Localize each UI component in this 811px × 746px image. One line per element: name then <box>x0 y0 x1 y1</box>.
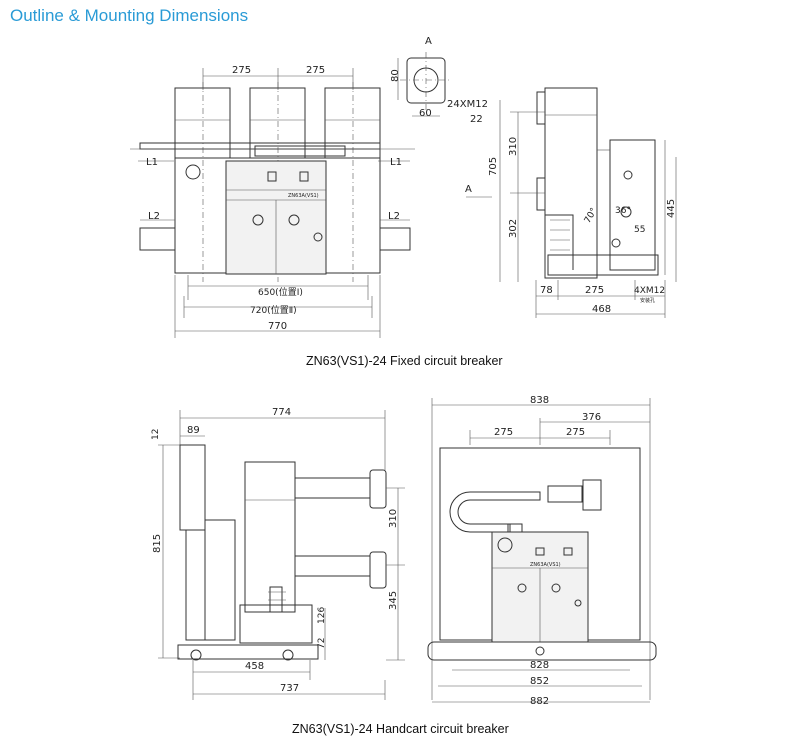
fixed-front-l1-right: L1 <box>390 157 402 168</box>
handcart-front-pitch2: 275 <box>566 427 585 438</box>
handcart-side-d126: 126 <box>317 607 327 624</box>
handcart-front-d852: 852 <box>530 676 549 687</box>
handcart-front-view: 838 376 275 275 ZN63A(VS1) 828 852 882 <box>427 395 657 707</box>
handcart-front-nameplate: ZN63A(VS1) <box>530 562 561 568</box>
handcart-side-d458: 458 <box>245 661 264 672</box>
fixed-side-hole: 安装孔 <box>640 297 655 304</box>
fixed-front-d720: 720(位置Ⅱ) <box>250 304 297 316</box>
fixed-detail-view-label: A <box>425 36 432 47</box>
handcart-side-d774: 774 <box>272 407 291 418</box>
handcart-front-pitch1: 275 <box>494 427 513 438</box>
fixed-detail-bolt: 24XM12 <box>447 99 488 110</box>
fixed-front-view: 275 275 L1 L1 ZN63A(VS1) <box>130 65 415 338</box>
fixed-front-pitch2: 275 <box>306 65 325 76</box>
fixed-front-nameplate: ZN63A(VS1) <box>288 193 319 199</box>
page-title: Outline & Mounting Dimensions <box>10 6 249 25</box>
fixed-breaker-caption: ZN63(VS1)-24 Fixed circuit breaker <box>306 354 503 368</box>
fixed-side-d705: 705 <box>488 157 499 176</box>
fixed-side-angle36: 36° <box>615 206 631 216</box>
fixed-front-l1-left: L1 <box>146 157 158 168</box>
handcart-front-d376: 376 <box>582 412 601 423</box>
handcart-side-d815: 815 <box>152 534 163 553</box>
fixed-detail-a: A 80 60 24XM12 22 <box>390 36 488 125</box>
fixed-front-pitch1: 275 <box>232 65 251 76</box>
fixed-detail-d60: 60 <box>419 108 432 119</box>
handcart-side-d345: 345 <box>388 591 399 610</box>
handcart-side-d89: 89 <box>187 425 200 436</box>
handcart-front-d882: 882 <box>530 696 549 707</box>
handcart-side-d12: 12 <box>151 429 161 440</box>
handcart-front-d838: 838 <box>530 395 549 406</box>
handcart-front-d828: 828 <box>530 660 549 671</box>
fixed-front-d770: 770 <box>268 321 287 332</box>
handcart-breaker-caption: ZN63(VS1)-24 Handcart circuit breaker <box>292 722 509 736</box>
fixed-side-bolt: 4XM12 <box>634 286 665 296</box>
fixed-side-view-label: A <box>465 184 472 195</box>
fixed-side-d468: 468 <box>592 304 611 315</box>
fixed-side-d78: 78 <box>540 285 553 296</box>
fixed-front-d650: 650(位置Ⅰ) <box>258 286 303 298</box>
fixed-side-view: A 310 302 705 445 70° 36° 55 78 275 4XM1… <box>465 87 677 318</box>
fixed-detail-d80: 80 <box>390 69 401 82</box>
handcart-side-d737: 737 <box>280 683 299 694</box>
handcart-side-d310: 310 <box>388 509 399 528</box>
fixed-detail-depth: 22 <box>470 114 483 125</box>
fixed-front-l2-right: L2 <box>388 211 400 222</box>
fixed-side-d310: 310 <box>508 137 519 156</box>
fixed-side-d55: 55 <box>634 225 645 235</box>
fixed-side-d275: 275 <box>585 285 604 296</box>
fixed-side-d445: 445 <box>666 199 677 218</box>
fixed-front-l2-left: L2 <box>148 211 160 222</box>
fixed-side-d302: 302 <box>508 219 519 238</box>
handcart-side-d72: 72 <box>317 638 327 649</box>
handcart-side-view: 774 89 12 815 310 345 126 72 <box>151 407 405 700</box>
